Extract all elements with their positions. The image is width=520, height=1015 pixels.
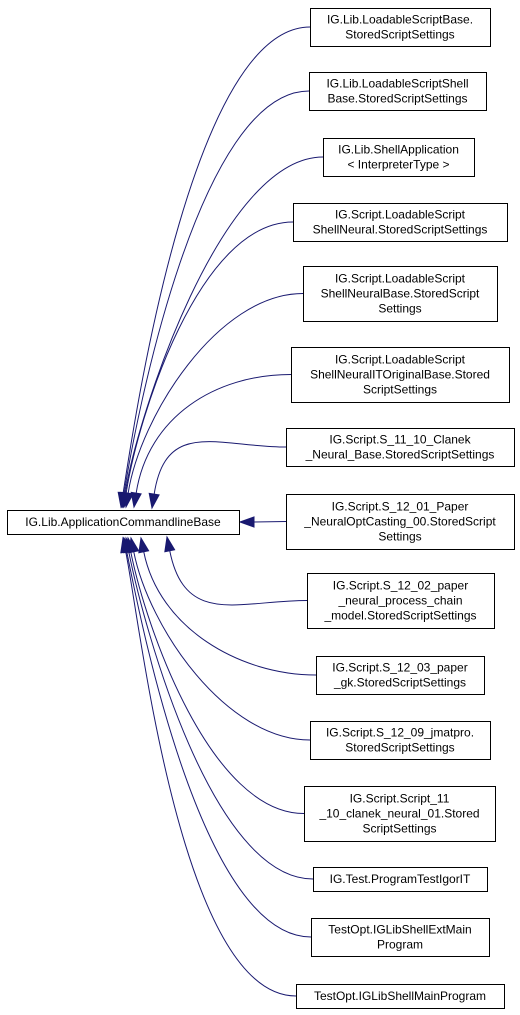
derived-class-node-label-line: TestOpt.IGLibShellMainProgram	[314, 989, 486, 1003]
derived-class-node-label-line: _gk.StoredScriptSettings	[333, 676, 466, 690]
derived-class-node-label-line: ScriptSettings	[362, 822, 436, 836]
inheritance-edge	[130, 551, 305, 814]
derived-class-node-box	[311, 918, 490, 957]
derived-class-node-box	[286, 494, 515, 550]
derived-class-node[interactable]: IG.Script.S_12_01_Paper_NeuralOptCasting…	[286, 494, 515, 550]
derived-class-node-box	[309, 72, 487, 111]
derived-class-node-label-line: Settings	[378, 530, 421, 544]
derived-class-node[interactable]: IG.Lib.LoadableScriptBase.StoredScriptSe…	[310, 8, 491, 47]
derived-class-node-box	[303, 266, 498, 322]
arrowhead-icon	[122, 491, 134, 509]
derived-class-node[interactable]: IG.Script.Script_11_10_clanek_neural_01.…	[304, 786, 496, 842]
derived-class-node-label-line: IG.Script.S_11_10_Clanek	[329, 433, 471, 447]
derived-class-node-box	[293, 203, 508, 242]
derived-class-node-box	[296, 984, 505, 1009]
derived-class-node[interactable]: IG.Script.S_12_09_jmatpro.StoredScriptSe…	[310, 721, 491, 760]
derived-class-node-label-line: IG.Script.Script_11	[350, 792, 450, 806]
derived-class-node-label-line: _Neural_Base.StoredScriptSettings	[305, 448, 495, 462]
derived-class-node-label-line: IG.Lib.LoadableScriptBase.	[327, 13, 473, 27]
inheritance-edge	[125, 221, 294, 494]
derived-class-node-box	[310, 8, 491, 47]
derived-class-node-box	[304, 786, 496, 842]
derived-class-node[interactable]: IG.Script.LoadableScriptShellNeural.Stor…	[293, 203, 508, 242]
derived-class-node-label-line: IG.Lib.LoadableScriptShell	[326, 77, 468, 91]
derived-class-node[interactable]: IG.Script.LoadableScriptShellNeuralBase.…	[303, 266, 498, 322]
derived-class-node-box	[291, 347, 510, 403]
derived-class-node-box	[313, 867, 488, 892]
inheritance-edge	[123, 90, 310, 494]
derived-class-node[interactable]: IG.Script.S_11_10_Clanek_Neural_Base.Sto…	[286, 428, 515, 467]
derived-class-node-label-line: IG.Script.S_12_03_paper	[332, 661, 467, 675]
inheritance-edge	[169, 550, 308, 606]
derived-class-node[interactable]: IG.Lib.LoadableScriptShellBase.StoredScr…	[309, 72, 487, 111]
inheritance-edge	[153, 441, 287, 495]
derived-class-node-label-line: _neural_process_chain	[337, 594, 462, 608]
derived-class-node[interactable]: IG.Script.LoadableScriptShellNeuralITOri…	[291, 347, 510, 403]
base-class-node-label-line: IG.Lib.ApplicationCommandlineBase	[25, 515, 221, 529]
derived-class-node[interactable]: TestOpt.IGLibShellMainProgram	[296, 984, 505, 1009]
derived-class-node-label-line: Program	[377, 938, 423, 952]
derived-class-node-label-line: ShellNeural.StoredScriptSettings	[313, 223, 488, 237]
derived-class-node-label-line: TestOpt.IGLibShellExtMain	[328, 923, 471, 937]
arrowhead-icon	[120, 536, 132, 554]
derived-class-node-label-line: IG.Script.S_12_02_paper	[333, 579, 468, 593]
derived-class-node-label-line: _NeuralOptCasting_00.StoredScript	[303, 515, 496, 529]
derived-class-node[interactable]: IG.Lib.ShellApplication< InterpreterType…	[323, 138, 475, 177]
derived-class-node[interactable]: IG.Script.S_12_03_paper_gk.StoredScriptS…	[316, 656, 485, 695]
derived-class-node-label-line: IG.Script.LoadableScript	[335, 272, 466, 286]
derived-class-node[interactable]: IG.Test.ProgramTestIgorIT	[313, 867, 488, 892]
derived-class-node-label-line: Settings	[378, 302, 421, 316]
inheritance-edge	[126, 551, 312, 938]
base-class-node-box	[7, 510, 240, 535]
derived-class-node-label-line: IG.Script.LoadableScript	[335, 353, 466, 367]
class-nodes: IG.Lib.ApplicationCommandlineBase IG.Lib.…	[7, 8, 515, 1009]
derived-class-node-label-line: IG.Script.LoadableScript	[335, 208, 466, 222]
derived-class-node-box	[323, 138, 475, 177]
arrowhead-icon	[164, 535, 176, 553]
arrowhead-icon	[138, 536, 150, 554]
derived-class-node[interactable]: IG.Script.S_12_02_paper_neural_process_c…	[307, 573, 495, 629]
inheritance-edge	[127, 293, 304, 494]
derived-class-node-label-line: ShellNeuralITOriginalBase.Stored	[310, 368, 490, 382]
inheritance-edges	[117, 26, 324, 997]
derived-class-node-box	[316, 656, 485, 695]
inheritance-edge	[125, 551, 297, 997]
derived-class-node-label-line: < InterpreterType >	[347, 158, 449, 172]
derived-class-node-box	[310, 721, 491, 760]
derived-class-node-label-line: _10_clanek_neural_01.Stored	[318, 807, 479, 821]
derived-class-node-label-line: IG.Script.S_12_01_Paper	[332, 500, 469, 514]
derived-class-node-label-line: _model.StoredScriptSettings	[323, 609, 476, 623]
derived-class-node-label-line: IG.Lib.ShellApplication	[338, 143, 459, 157]
base-class-node[interactable]: IG.Lib.ApplicationCommandlineBase	[7, 510, 240, 535]
arrowhead-icon	[238, 516, 255, 528]
arrowhead-icon	[148, 492, 160, 510]
inheritance-edge	[143, 551, 317, 676]
derived-class-node-label-line: StoredScriptSettings	[345, 741, 454, 755]
inheritance-edge	[135, 374, 292, 494]
derived-class-node-label-line: Base.StoredScriptSettings	[327, 92, 467, 106]
inheritance-edge	[124, 156, 324, 494]
derived-class-node-label-line: IG.Script.S_12_09_jmatpro.	[326, 726, 474, 740]
derived-class-node-box	[286, 428, 515, 467]
arrowhead-icon	[130, 491, 142, 509]
derived-class-node-label-line: ScriptSettings	[363, 383, 437, 397]
inheritance-edge	[128, 551, 314, 880]
inheritance-edge	[253, 521, 287, 523]
derived-class-node-label-line: IG.Test.ProgramTestIgorIT	[330, 872, 471, 886]
derived-class-node-box	[307, 573, 495, 629]
inheritance-edge	[133, 551, 311, 741]
derived-class-node-label-line: StoredScriptSettings	[345, 28, 454, 42]
derived-class-node-label-line: ShellNeuralBase.StoredScript	[321, 287, 480, 301]
